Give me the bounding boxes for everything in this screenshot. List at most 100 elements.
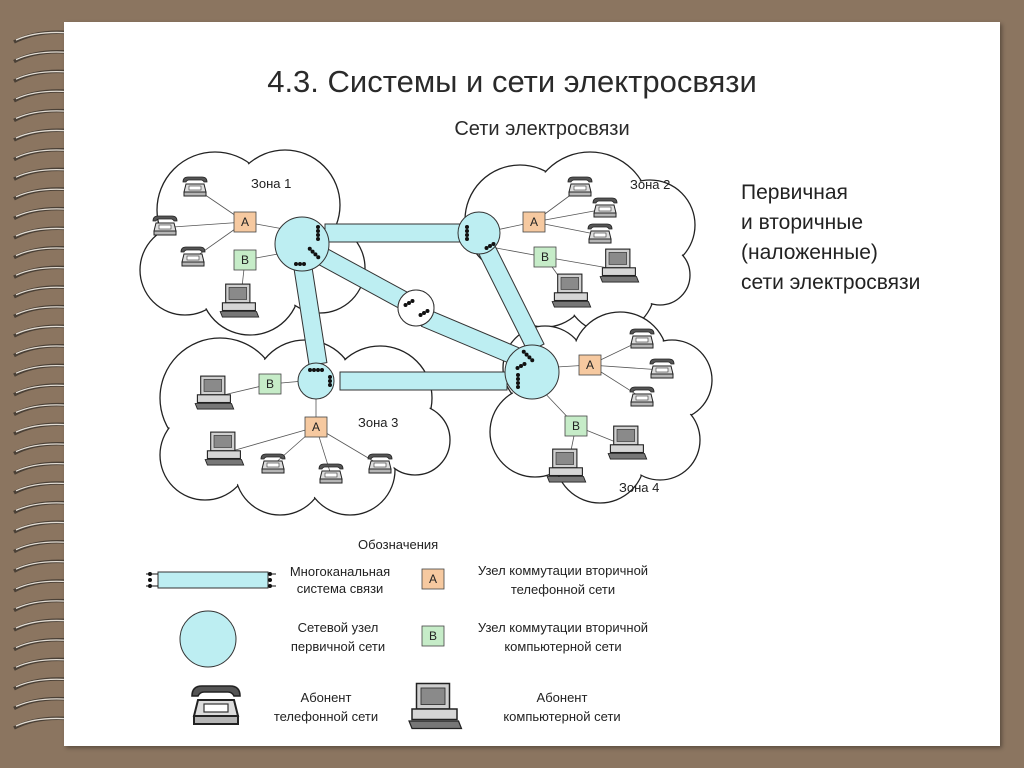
legend-node-b-symbol: B — [421, 625, 445, 647]
node-box — [421, 568, 445, 590]
switch-node-b-zone-1: B — [233, 249, 257, 271]
phone-subscriber — [367, 453, 393, 474]
legend-node-b-line-1: Узел коммутации вторичной — [478, 620, 648, 635]
cloud-fill — [631, 246, 689, 304]
bundle-dot — [302, 262, 306, 266]
phone-subscriber — [649, 358, 675, 379]
legend-multichannel-symbol — [146, 571, 276, 589]
node-box — [564, 415, 588, 437]
subscriber-line — [589, 364, 663, 371]
node-box — [533, 246, 557, 268]
legend-multichannel-line-1: Многоканальная — [290, 564, 390, 579]
bundle-dot — [298, 262, 302, 266]
legend-heading: Обозначения — [358, 537, 438, 552]
node-letter: A — [530, 215, 538, 229]
legend-node-a-symbol: A — [421, 568, 445, 590]
bundle-dot — [148, 578, 152, 582]
primary-node — [274, 216, 330, 272]
node-letter: A — [241, 215, 249, 229]
bundle-dot — [268, 578, 272, 582]
bundle-dot — [316, 237, 320, 241]
switch-node-a-zone-2: A — [522, 211, 546, 233]
bundle-dot — [316, 368, 320, 372]
primary-node-center — [397, 289, 435, 327]
bundle-dot — [484, 246, 489, 250]
node-letter: B — [541, 250, 549, 264]
side-text-line-1: Первичная — [741, 181, 848, 204]
node-letter: B — [266, 377, 274, 391]
bundle-dot — [516, 381, 520, 385]
channel-tube-3-4 — [339, 371, 508, 391]
cloud-fill — [381, 406, 449, 474]
slide-title: 4.3. Системы и сети электросвязи — [267, 64, 757, 99]
zone-4-label: Зона 4 — [619, 480, 659, 495]
legend-primary-node-line-2: первичной сети — [291, 639, 385, 654]
bundle-dot — [516, 373, 520, 377]
bundle-dot — [516, 377, 520, 381]
legend-multichannel-line-2: система связи — [297, 581, 384, 596]
bundle-dot — [524, 352, 529, 357]
node-box — [233, 211, 257, 233]
node-box — [578, 354, 602, 376]
bundle-dot — [328, 375, 332, 379]
legend-tube — [157, 571, 269, 589]
node-letter: B — [572, 419, 580, 433]
legend-node-a-line-1: Узел коммутации вторичной — [478, 563, 648, 578]
node-letter: A — [312, 420, 320, 434]
bundle-dot — [312, 368, 316, 372]
legend-node-b-line-2: компьютерной сети — [504, 639, 621, 654]
zone-1-label: Зона 1 — [251, 176, 291, 191]
bundle-dot — [465, 233, 469, 237]
node-letter: A — [429, 572, 437, 586]
primary-node — [457, 211, 501, 255]
bundle-dot — [422, 311, 426, 315]
node-letter: B — [429, 629, 437, 643]
node-box — [304, 416, 328, 438]
bundle-dot — [491, 242, 496, 246]
bundle-dot — [465, 225, 469, 229]
bundle-dot — [307, 246, 312, 251]
bundle-dot — [530, 358, 535, 363]
subscriber-line — [172, 221, 246, 228]
legend-node-a-line-2: телефонной сети — [511, 582, 615, 597]
switch-node-a-zone-4: A — [578, 354, 602, 376]
bundle-dot — [488, 244, 492, 248]
bundle-dot — [310, 249, 315, 254]
zone-2-label: Зона 2 — [630, 177, 670, 192]
bundle-dot — [328, 379, 332, 383]
slide-subtitle: Сети электросвязи — [454, 118, 630, 140]
subscriber-line — [533, 208, 606, 223]
node-letter: A — [586, 358, 594, 372]
bundle-dot — [313, 252, 318, 257]
bundle-dot — [294, 262, 298, 266]
side-text-line-2: и вторичные — [741, 211, 864, 234]
bundle-dot — [516, 385, 520, 389]
switch-node-b-zone-4: B — [564, 415, 588, 437]
switch-node-b-zone-2: B — [533, 246, 557, 268]
primary-node — [504, 344, 560, 400]
node-box — [421, 625, 445, 647]
legend-computer-icon — [408, 682, 463, 730]
bundle-dot — [316, 233, 320, 237]
switch-node-a-zone-1: A — [233, 211, 257, 233]
bundle-dot — [527, 355, 532, 360]
phone-subscriber — [629, 386, 655, 407]
bundle-dot — [521, 349, 526, 354]
legend-pc-line-1: Абонент — [537, 690, 588, 705]
bundle-dot — [403, 303, 408, 307]
side-text-line-3: (наложенные) — [741, 241, 878, 264]
bundle-dot — [328, 383, 332, 387]
phone-subscriber — [629, 328, 655, 349]
legend-primary-node-line-1: Сетевой узел — [298, 620, 379, 635]
node-box — [258, 373, 282, 395]
node-box — [233, 249, 257, 271]
bundle-dot — [519, 364, 523, 368]
phone-subscriber — [318, 463, 344, 484]
node-letter: B — [241, 253, 249, 267]
side-text-line-4: сети электросвязи — [741, 271, 921, 294]
bundle-dot — [465, 229, 469, 233]
channel-tube-1-2 — [324, 223, 461, 243]
bundle-dot — [316, 229, 320, 233]
legend-primary-node-circle — [179, 610, 237, 668]
